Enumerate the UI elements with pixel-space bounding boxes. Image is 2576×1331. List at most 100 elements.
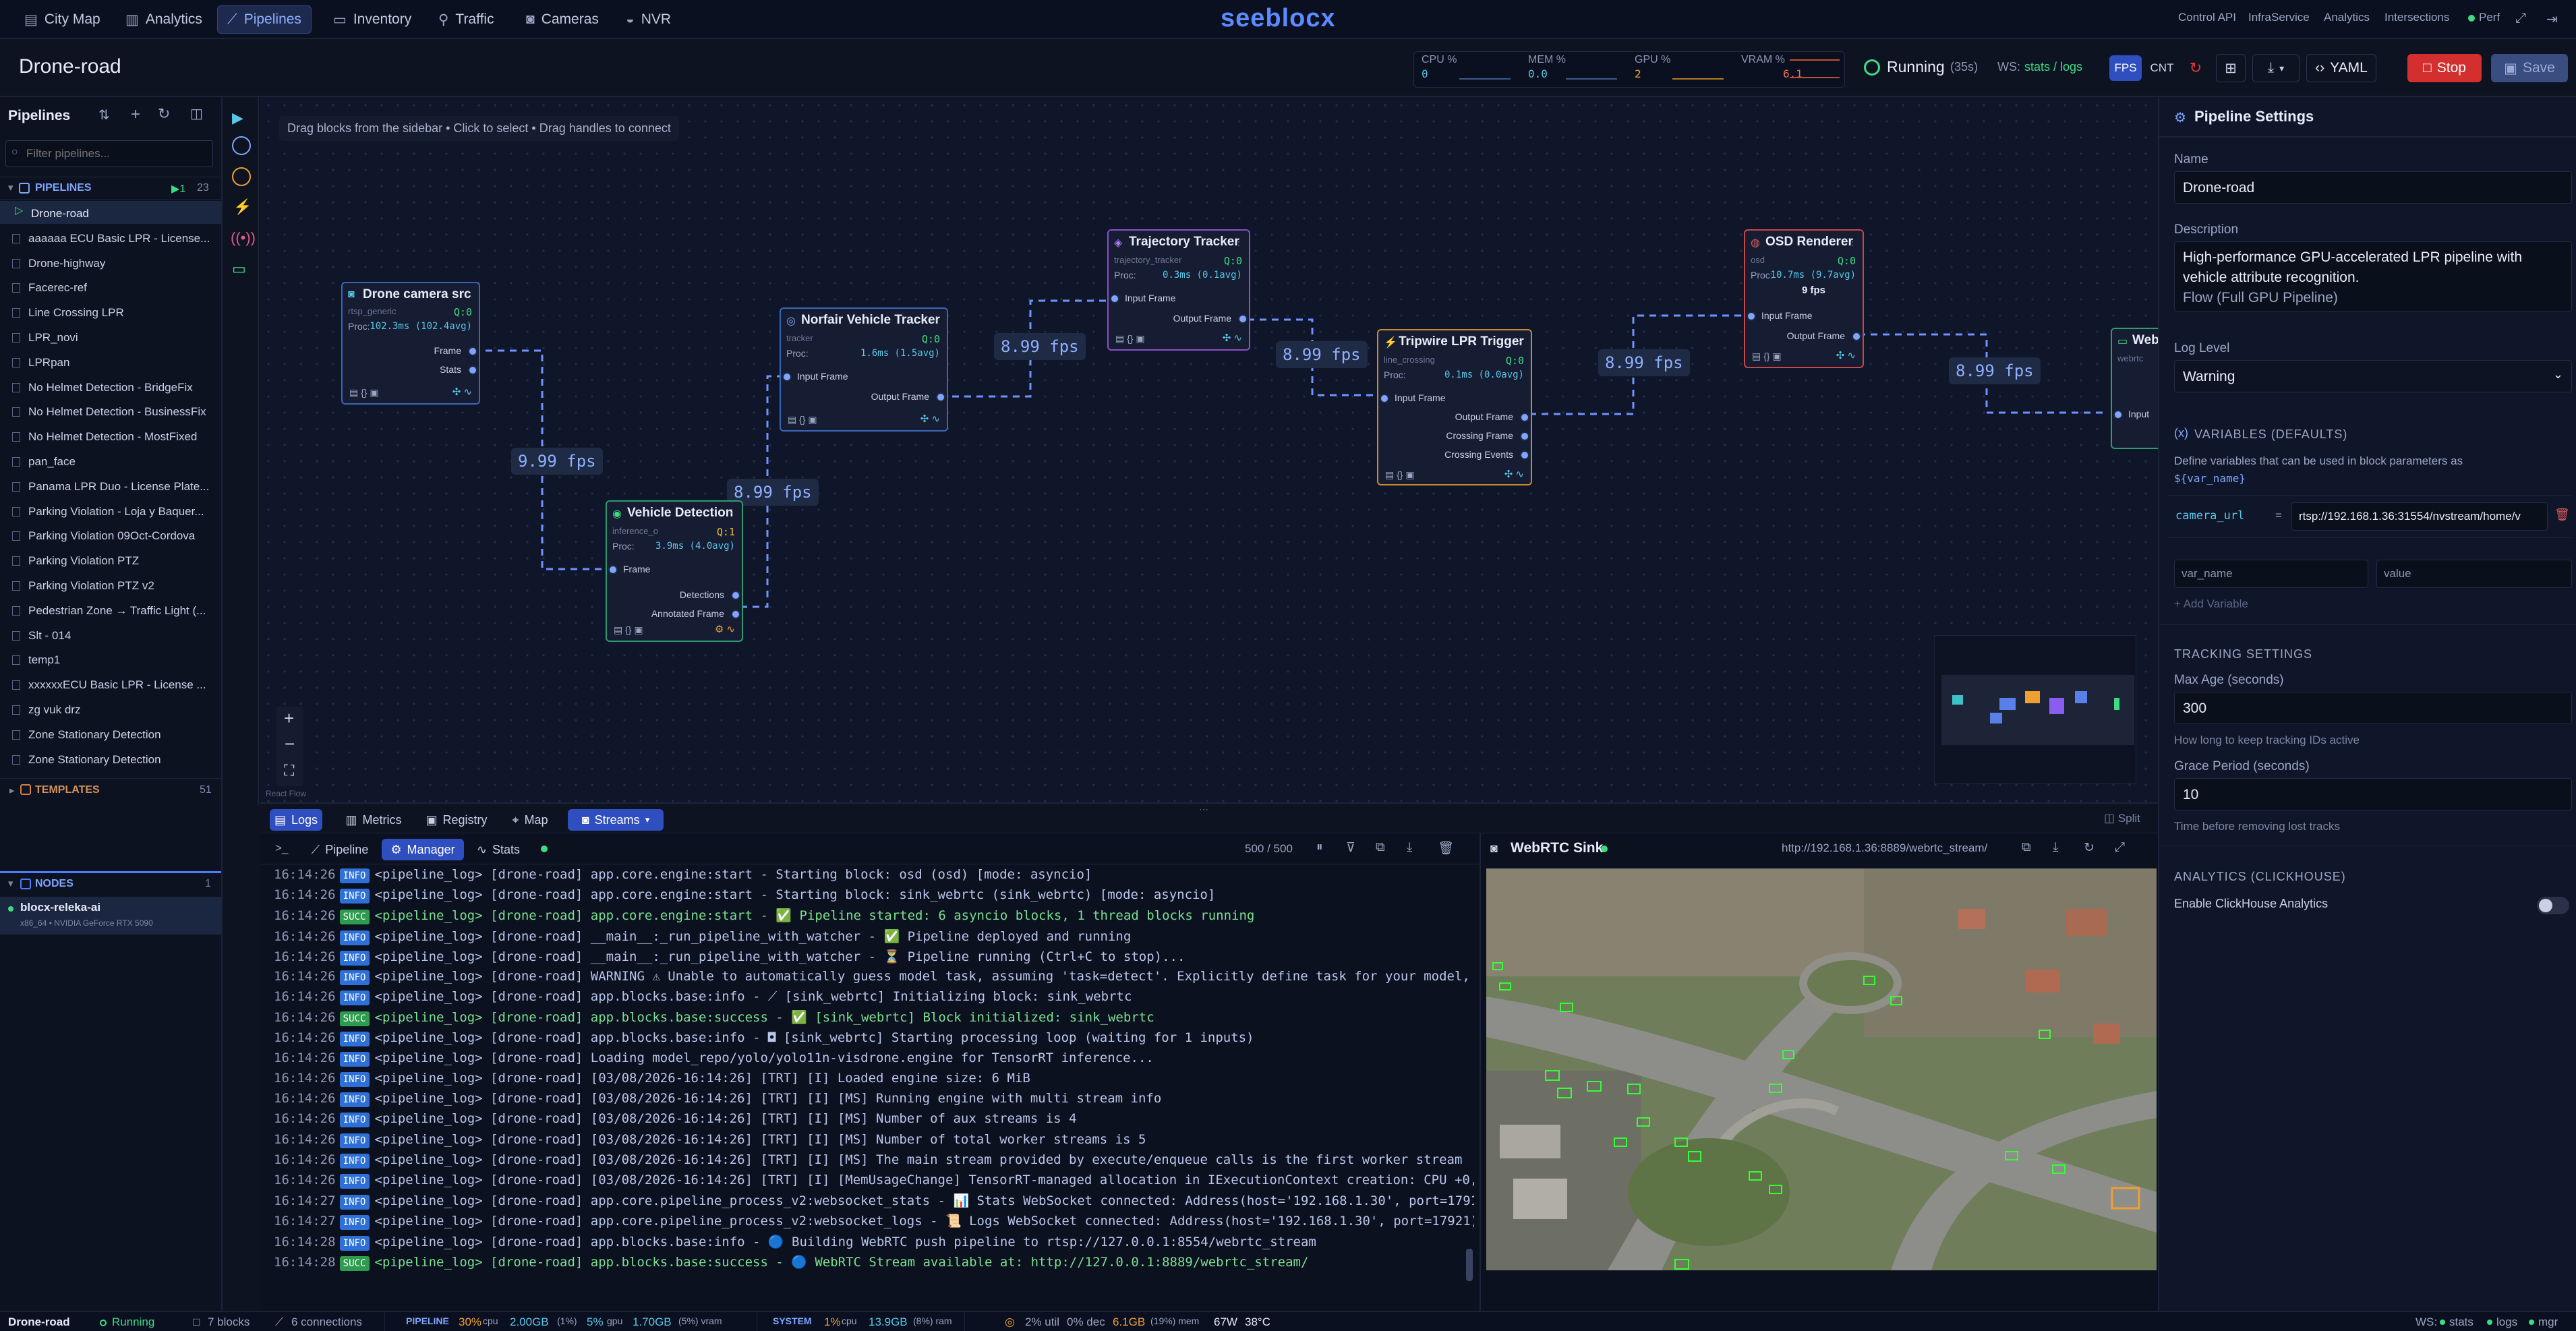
node-tripwire-lpr-trigger[interactable]: ⚡ Tripwire LPR Trigger ⋮ line_crossing Q… — [1377, 329, 1532, 485]
pipeline-list-item[interactable]: Zone Stationary Detection — [28, 728, 161, 741]
new-var-name-input[interactable]: var_name — [2174, 560, 2368, 588]
stop-button[interactable]: □Stop — [2407, 54, 2482, 82]
subtab-manager[interactable]: ⚙Manager — [382, 839, 464, 860]
output-handle[interactable] — [1520, 432, 1529, 441]
fit-view-icon[interactable]: ⛶ — [284, 762, 295, 779]
link-intersections[interactable]: Intersections — [2384, 11, 2450, 24]
filter-icon[interactable]: ⊽ — [1346, 841, 1355, 855]
pipeline-list-item[interactable]: Line Crossing LPR — [28, 306, 124, 320]
link-perf[interactable]: Perf — [2479, 11, 2500, 24]
pipeline-list-item[interactable]: No Helmet Detection - BusinessFix — [28, 405, 206, 419]
name-input[interactable]: Drone-road — [2174, 171, 2572, 204]
minimap[interactable] — [1934, 635, 2136, 783]
menu-icon[interactable]: ⋮ — [932, 314, 941, 325]
pipeline-list-item[interactable]: Pedestrian Zone → Traffic Light (... — [28, 603, 206, 617]
pipeline-list-item[interactable]: Parking Violation - Loja y Baquer... — [28, 504, 204, 518]
save-button[interactable]: ▣Save — [2491, 54, 2568, 82]
subtab-pipeline[interactable]: ⟋Pipeline — [311, 842, 369, 856]
cnt-toggle[interactable]: CNT — [2150, 61, 2174, 74]
video-frame[interactable] — [1486, 868, 2157, 1270]
pipeline-list-item[interactable]: Drone-road — [31, 207, 89, 220]
yaml-button[interactable]: ‹›YAML — [2306, 54, 2376, 82]
settings-icon[interactable]: ⚙ ∿ — [714, 624, 735, 635]
pipeline-list-item[interactable]: Parking Violation PTZ v2 — [28, 579, 154, 592]
logout-icon[interactable]: ⇥ — [2546, 12, 2558, 27]
nav-tab-city-map[interactable]: ▤City Map — [24, 11, 100, 28]
pipeline-list-item[interactable]: temp1 — [28, 653, 61, 667]
broadcast-icon[interactable]: ((•)) — [231, 229, 256, 246]
input-handle[interactable] — [2113, 410, 2123, 419]
pipelines-section-header[interactable]: ▾ PIPELINES ▶1 23 — [0, 177, 221, 200]
activity-icon[interactable]: ✣ ∿ — [452, 386, 472, 398]
log-level-select[interactable]: Warning⌄ — [2174, 360, 2572, 392]
templates-section-header[interactable]: ▸ TEMPLATES 51 — [0, 778, 221, 801]
link-control-api[interactable]: Control API — [2178, 11, 2236, 24]
pipeline-list-item[interactable]: LPR_novi — [28, 331, 78, 344]
target-icon[interactable] — [232, 167, 251, 186]
max-age-input[interactable]: 300 — [2174, 692, 2572, 724]
node-drone-camera-src[interactable]: ◙ Drone camera src rtsp_generic Q:0 Proc… — [341, 282, 480, 405]
activity-icon[interactable]: ✣ ∿ — [1836, 350, 1856, 361]
trash-icon[interactable]: 🗑 — [1438, 841, 1455, 856]
pipeline-list-item[interactable]: Zone Stationary Detection — [28, 752, 161, 766]
activity-icon[interactable]: ✣ ∿ — [1504, 469, 1524, 480]
reset-icon[interactable]: ↻ — [2189, 59, 2202, 76]
pipeline-list-item[interactable]: pan_face — [28, 455, 76, 468]
input-handle[interactable] — [1380, 394, 1389, 403]
node-toolbar-icons[interactable]: ▤ {} ▣ — [788, 414, 817, 425]
nav-tab-traffic[interactable]: ⚲Traffic — [438, 11, 494, 28]
resize-handle[interactable]: ⋯ — [1199, 804, 1208, 815]
new-var-value-input[interactable]: value — [2376, 560, 2572, 588]
pause-icon[interactable]: ⏸ — [1316, 840, 1323, 854]
output-handle[interactable] — [468, 365, 477, 375]
pipeline-list-item[interactable]: aaaaaa ECU Basic LPR - License... — [28, 231, 210, 245]
download-dropdown[interactable]: ⤓▾ — [2252, 54, 2300, 82]
activity-icon[interactable]: ✣ ∿ — [920, 413, 940, 425]
variable-value-input[interactable]: rtsp://192.168.1.36:31554/nvstream/home/… — [2291, 502, 2548, 531]
output-handle[interactable] — [936, 392, 945, 402]
flow-canvas[interactable]: Drag blocks from the sidebar • Click to … — [260, 97, 2158, 802]
input-handle[interactable] — [608, 565, 618, 574]
input-handle[interactable] — [1110, 294, 1119, 303]
trash-icon[interactable]: 🗑 — [2554, 508, 2570, 521]
node-trajectory-tracker[interactable]: ◈ Trajectory Tracker ⋮ trajectory_tracke… — [1107, 229, 1250, 351]
pipeline-list-item[interactable]: LPRpan — [28, 355, 70, 369]
fullscreen-icon[interactable]: ⤢ — [2115, 840, 2126, 854]
menu-icon[interactable]: ⋮ — [1848, 236, 1857, 247]
menu-icon[interactable]: ⋮ — [727, 507, 736, 518]
pipeline-list-item[interactable]: Drone-highway — [28, 256, 106, 270]
pipeline-list-item[interactable]: Parking Violation 09Oct-Cordova — [28, 529, 196, 543]
video-icon[interactable]: ▶ — [232, 109, 243, 126]
tab-map[interactable]: ⌖Map — [512, 812, 548, 827]
zoom-in-icon[interactable]: + — [284, 708, 295, 728]
tab-logs[interactable]: ▤Logs — [270, 809, 322, 831]
add-icon[interactable]: + — [131, 105, 141, 123]
pipeline-list-item[interactable]: No Helmet Detection - BridgeFix — [28, 380, 193, 394]
collapse-icon[interactable]: ◫ — [190, 107, 203, 121]
input-handle[interactable] — [1747, 312, 1756, 321]
output-handle[interactable] — [731, 610, 740, 619]
tab-registry[interactable]: ▣Registry — [426, 812, 488, 827]
split-button[interactable]: ◫ Split — [2104, 812, 2140, 825]
activity-icon[interactable]: ✣ ∿ — [1222, 332, 1242, 344]
node-row[interactable]: blocx-releka-ai x86_64 • NVIDIA GeForce … — [0, 897, 221, 935]
menu-icon[interactable]: ⋮ — [1516, 336, 1525, 347]
output-handle[interactable] — [1238, 314, 1248, 324]
output-handle[interactable] — [1520, 450, 1529, 460]
copy-icon[interactable]: ⧉ — [2022, 840, 2031, 854]
node-osd-renderer[interactable]: ◍ OSD Renderer ⋮ osd Q:0 Proc: 10.7ms (9… — [1744, 229, 1864, 368]
expand-icon[interactable]: ⤢ — [2515, 11, 2526, 26]
download-icon[interactable]: ⤓ — [1407, 840, 1413, 854]
grace-input[interactable]: 10 — [2174, 778, 2572, 810]
filter-input[interactable] — [26, 144, 208, 164]
sort-icon[interactable]: ⇅ — [98, 108, 110, 123]
menu-icon[interactable]: ⋮ — [1234, 236, 1243, 247]
zoom-out-icon[interactable]: − — [285, 734, 295, 754]
subtab-stats[interactable]: ∿Stats — [476, 842, 521, 856]
tab-streams[interactable]: ◙Streams▾ — [568, 809, 664, 831]
refresh-icon[interactable]: ↻ — [158, 105, 171, 122]
scrollbar-thumb[interactable] — [1466, 1249, 1473, 1281]
nav-tab-nvr[interactable]: ◒NVR — [626, 11, 672, 27]
monitor-icon[interactable]: ▭ — [232, 260, 246, 277]
